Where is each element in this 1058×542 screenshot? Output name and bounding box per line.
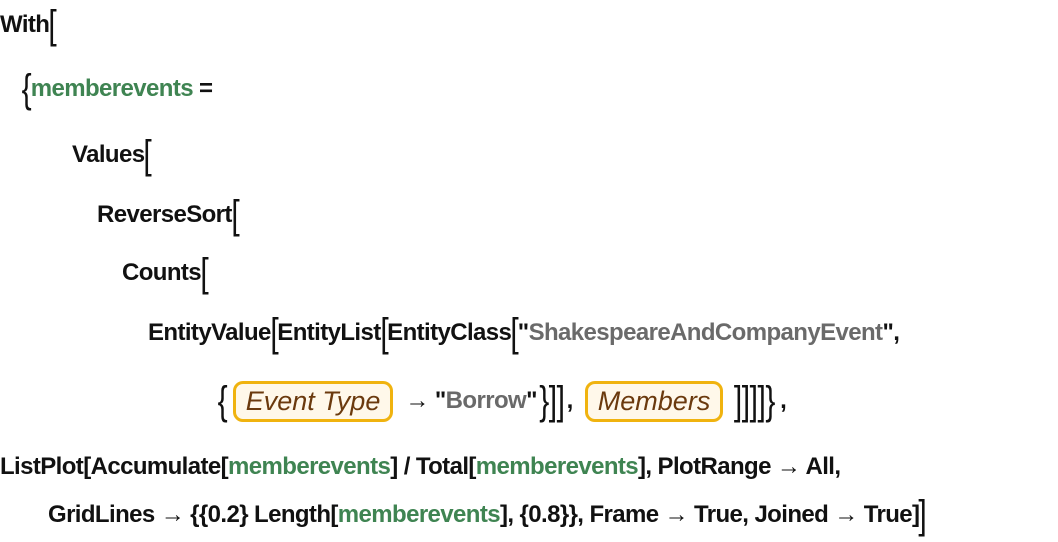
code-line: Values[ — [72, 130, 152, 180]
code-line: {memberevents = — [21, 64, 213, 114]
code-token: ], {0.8}}, Frame → True, Joined → True] — [500, 501, 920, 528]
entity-property-badge[interactable]: Members — [584, 380, 724, 422]
variable-token: memberevents — [475, 453, 639, 480]
string-token: Borrow — [445, 387, 527, 414]
bracket-token: [ — [379, 311, 388, 355]
code-line: With[ — [0, 0, 57, 50]
code-line: Counts[ — [122, 248, 209, 298]
code-token: " — [526, 387, 537, 414]
code-token: Counts — [122, 259, 202, 286]
bracket-token: { — [217, 379, 228, 423]
code-line: {Event Type → "Borrow"}]], Members]]]]}, — [217, 376, 787, 426]
bracket-token: [ — [270, 311, 278, 355]
bracket-token: ] — [918, 493, 927, 537]
code-line: GridLines → {{0.2} Length[memberevents],… — [48, 490, 927, 540]
code-token: Values — [72, 141, 145, 168]
code-token: ], PlotRange → All, — [638, 453, 841, 480]
bracket-token: [ — [143, 133, 152, 177]
code-token: → " — [399, 387, 446, 414]
variable-token: memberevents — [337, 501, 501, 528]
entity-property-badge[interactable]: Event Type — [232, 380, 394, 422]
code-token: EntityList — [277, 319, 381, 346]
bracket-token: ]]]]} — [734, 379, 776, 423]
bracket-token: [ — [200, 251, 209, 295]
variable-token: memberevents — [30, 75, 194, 102]
code-line: ReverseSort[ — [97, 190, 240, 240]
code-token: = — [192, 75, 213, 102]
code-token: EntityClass — [387, 319, 512, 346]
code-token: EntityValue — [148, 319, 271, 346]
bracket-token: [ — [231, 193, 240, 237]
code-token: ReverseSort — [97, 201, 232, 228]
code-token: , — [780, 387, 787, 414]
code-token: ] / Total[ — [390, 453, 476, 480]
code-token: ListPlot[Accumulate[ — [0, 453, 229, 480]
code-line: EntityValue[EntityList[EntityClass["Shak… — [148, 308, 900, 358]
string-token: ShakespeareAndCompanyEvent — [528, 319, 883, 346]
bracket-token: }]] — [539, 379, 565, 423]
code-token: ", — [882, 319, 900, 346]
code-line: ListPlot[Accumulate[memberevents] / Tota… — [0, 442, 841, 492]
variable-token: memberevents — [228, 453, 391, 480]
bracket-token: [ — [510, 311, 519, 355]
code-token: " — [517, 319, 529, 346]
bracket-token: { — [21, 67, 32, 111]
code-token: GridLines → {{0.2} Length[ — [48, 501, 338, 528]
code-token: , — [566, 387, 579, 414]
bracket-token: [ — [48, 3, 57, 47]
code-token: With — [0, 11, 50, 38]
